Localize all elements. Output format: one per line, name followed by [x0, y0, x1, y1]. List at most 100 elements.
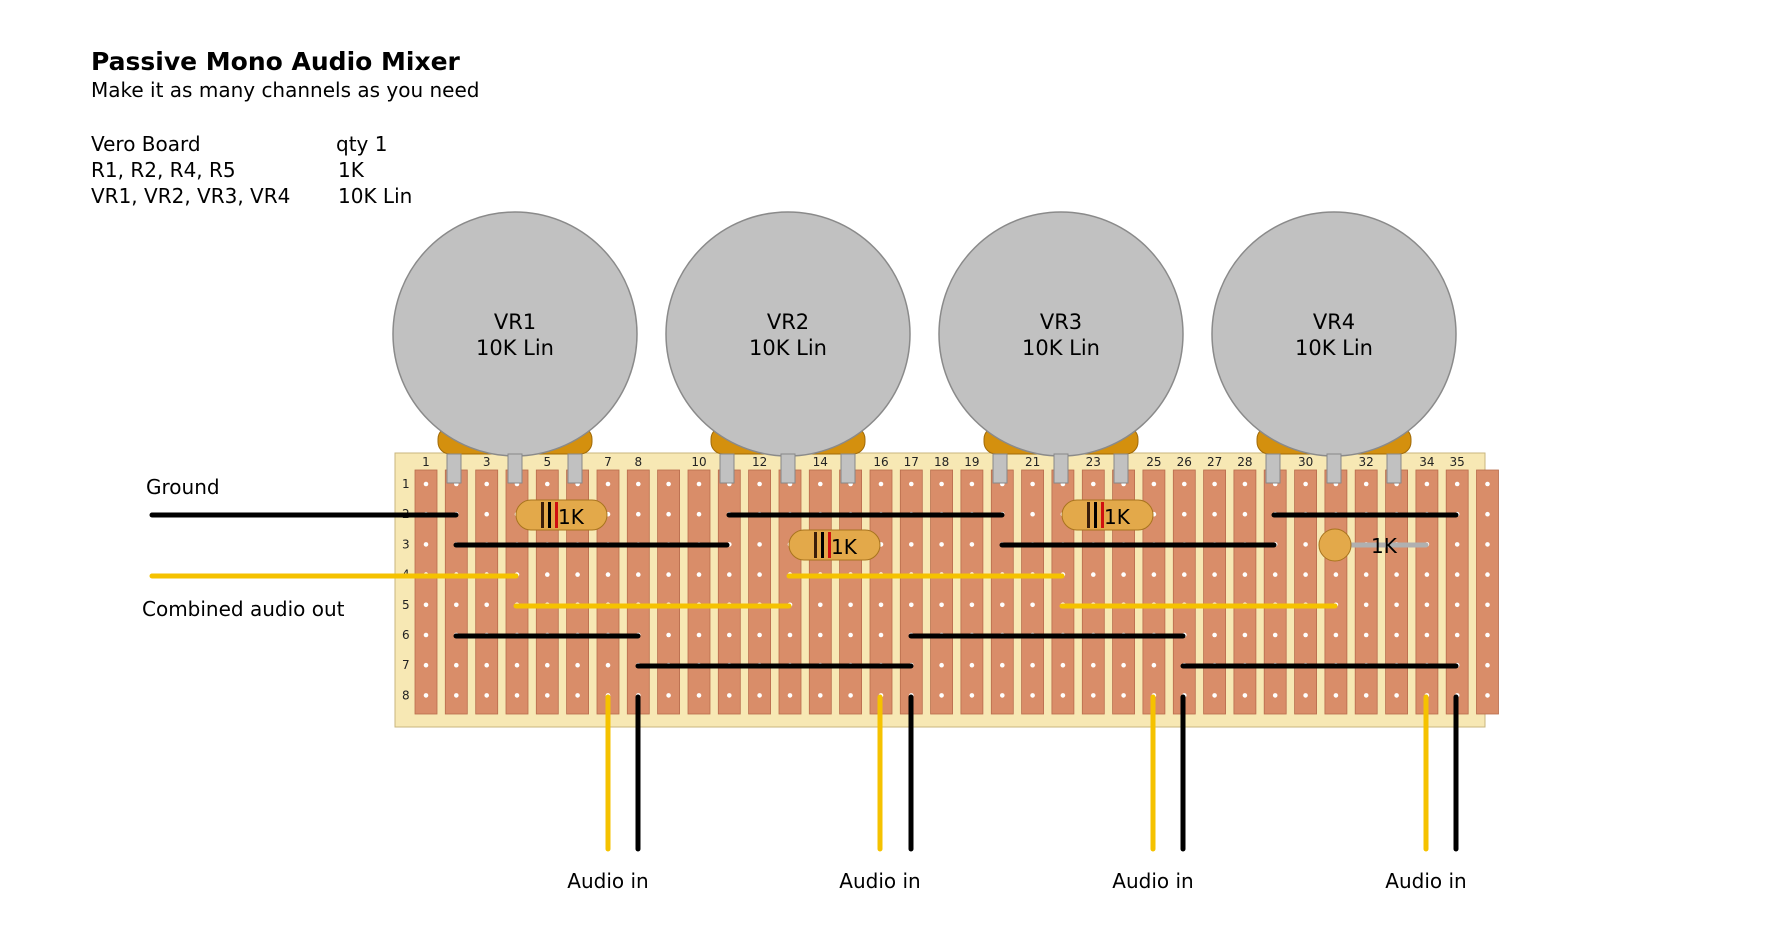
strip-hole	[666, 481, 671, 487]
strip-hole	[969, 542, 975, 547]
strip-hole	[1394, 602, 1399, 608]
strip-hole	[696, 481, 702, 487]
pot-name: VR3	[1040, 310, 1082, 334]
pot-name: VR2	[767, 310, 809, 334]
column-number: 32	[1359, 455, 1374, 469]
part-name: R1, R2, R4, R5	[91, 158, 236, 182]
strip-hole	[666, 693, 671, 698]
resistor-body	[1061, 499, 1154, 531]
strip-hole	[1091, 481, 1096, 487]
resistor-body	[1318, 528, 1352, 562]
strip-hole	[1091, 693, 1096, 698]
combined-out-label: Combined audio out	[142, 597, 345, 621]
copper-strip	[778, 469, 802, 715]
strip-hole	[1485, 693, 1490, 698]
strip-hole	[1151, 572, 1157, 577]
strip-hole	[423, 693, 429, 698]
column-number: 25	[1146, 455, 1161, 469]
resistor-label: 1K	[831, 535, 858, 559]
strip-hole	[1303, 542, 1308, 547]
copper-strip	[960, 469, 984, 715]
strip-hole	[1091, 572, 1096, 577]
part-value: 10K Lin	[338, 184, 412, 208]
copper-strip	[808, 469, 832, 715]
pot-pin	[719, 453, 735, 484]
strip-hole	[1030, 511, 1035, 517]
strip-hole	[757, 572, 762, 577]
strip-hole	[1303, 572, 1308, 577]
strip-hole	[1485, 511, 1490, 517]
strip-hole	[666, 511, 671, 517]
strip-hole	[545, 572, 550, 577]
strip-hole	[1424, 632, 1430, 638]
copper-strip	[717, 469, 741, 715]
column-number: 7	[604, 455, 612, 469]
strip-hole	[878, 481, 884, 487]
part-name: VR1, VR2, VR3, VR4	[91, 184, 290, 208]
strip-hole	[1091, 662, 1096, 668]
resistor-band	[548, 502, 551, 528]
strip-hole	[1212, 511, 1217, 517]
pot-value: 10K Lin	[476, 336, 554, 360]
row-number: 3	[402, 537, 410, 551]
row-number: 7	[402, 658, 410, 672]
strip-hole	[1121, 693, 1126, 698]
strip-hole	[818, 602, 823, 608]
strip-hole	[696, 632, 702, 638]
copper-strip	[1445, 469, 1469, 715]
pot-body	[392, 211, 638, 457]
strip-hole	[545, 662, 550, 668]
strip-hole	[878, 602, 884, 608]
strip-hole	[636, 572, 641, 577]
column-number: 5	[543, 455, 551, 469]
resistor-band	[821, 532, 824, 558]
resistor-band	[1101, 502, 1104, 528]
copper-strip	[990, 469, 1014, 715]
resistor-r1: 1K	[515, 499, 608, 531]
strip-hole	[939, 602, 944, 608]
pot-body	[1211, 211, 1457, 457]
pot-vr3: VR3 10K Lin	[938, 211, 1184, 484]
strip-hole	[575, 662, 580, 668]
copper-strip	[1294, 469, 1317, 715]
resistors: 1K 1K 1K 1K	[515, 499, 1429, 562]
audio-in-label: Audio in	[1112, 869, 1193, 893]
pot-pin	[567, 453, 583, 484]
strip-hole	[423, 632, 429, 638]
strip-hole	[1060, 693, 1066, 698]
strip-hole	[939, 693, 944, 698]
resistor-r2: 1K	[788, 529, 881, 561]
strip-hole	[575, 572, 580, 577]
copper-strip	[1354, 469, 1378, 715]
strip-hole	[545, 693, 550, 698]
column-number: 14	[813, 455, 828, 469]
copper-strip	[1385, 469, 1408, 715]
strip-hole	[484, 511, 490, 517]
audio-in-label: Audio in	[1385, 869, 1466, 893]
audio-in-label: Audio in	[839, 869, 920, 893]
copper-strip	[414, 469, 438, 715]
resistor-label: 1K	[1104, 505, 1131, 529]
strip-hole	[969, 602, 975, 608]
strip-hole	[1272, 572, 1278, 577]
pot-pin	[507, 453, 523, 484]
pot-body	[665, 211, 911, 457]
strip-hole	[1363, 602, 1369, 608]
strip-hole	[1454, 481, 1460, 487]
strip-hole	[878, 632, 884, 638]
strip-hole	[1454, 572, 1460, 577]
strip-hole	[1060, 662, 1066, 668]
strip-hole	[423, 602, 429, 608]
strip-hole	[454, 602, 459, 608]
column-number: 26	[1177, 455, 1192, 469]
resistor-band	[1094, 502, 1097, 528]
copper-strip	[626, 469, 650, 715]
strip-hole	[909, 602, 914, 608]
audio-in-label: Audio in	[567, 869, 648, 893]
strip-hole	[1303, 481, 1308, 487]
strip-hole	[1272, 693, 1278, 698]
resistor-band	[814, 532, 817, 558]
pot-vr1: VR1 10K Lin	[392, 211, 638, 484]
strip-hole	[1000, 662, 1005, 668]
copper-strip	[1324, 469, 1348, 715]
